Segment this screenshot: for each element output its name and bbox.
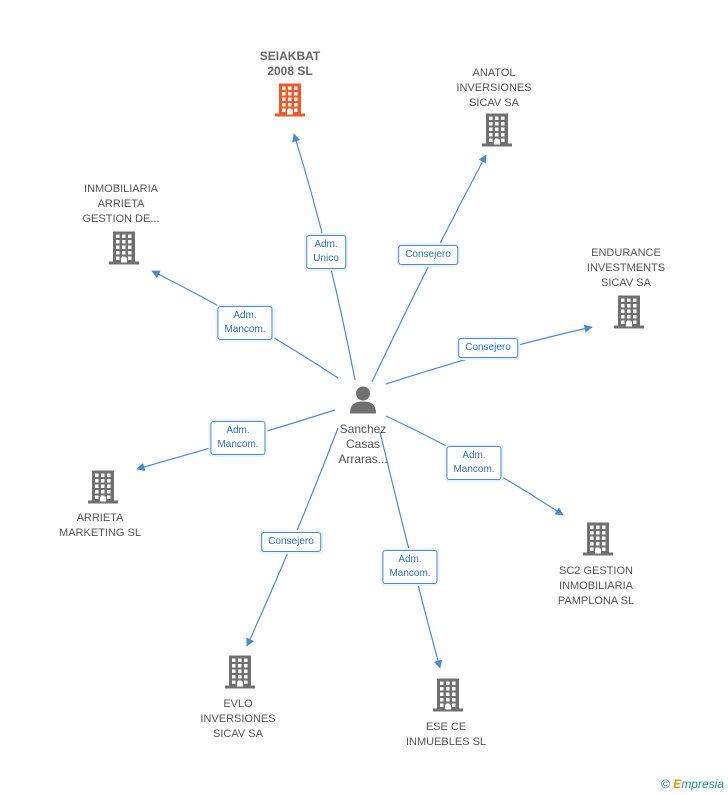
company-name-line: ARRIETA [97, 198, 145, 210]
copyright-symbol: © [661, 777, 670, 791]
node-label-evlo[interactable]: EVLO INVERSIONES SICAV SA [200, 697, 275, 742]
edge-label-endurance[interactable]: Consejero [458, 338, 518, 358]
role-text: Adm. [233, 310, 257, 321]
node-ese-ce[interactable] [432, 677, 464, 718]
company-name-line: GESTION DE... [82, 213, 160, 225]
company-name-line: INVERSIONES [200, 713, 276, 725]
company-name-line: SICAV SA [469, 97, 519, 109]
role-text: Mancom. [224, 324, 266, 335]
role-text: Consejero [268, 536, 314, 547]
role-text: Adm. [398, 554, 422, 565]
node-evlo[interactable] [224, 654, 256, 695]
edge-label-ese-ce[interactable]: Adm. Mancom. [382, 550, 438, 584]
person-icon [350, 386, 376, 414]
node-label-ese-ce[interactable]: ESE CE INMUEBLES SL [406, 720, 486, 750]
role-text: Consejero [405, 249, 451, 260]
node-seiakbat[interactable] [274, 82, 306, 123]
company-name-line: 2008 SL [267, 64, 313, 78]
company-name-line: PAMPLONA SL [557, 595, 635, 607]
company-name-line: SC2 GESTION [559, 565, 633, 577]
edge-label-sc2[interactable]: Adm. Mancom. [446, 446, 502, 480]
node-label-arrieta-marketing[interactable]: ARRIETA MARKETING SL [59, 511, 141, 541]
building-icon [109, 231, 139, 265]
node-label-endurance[interactable]: ENDURANCE INVESTMENTS SICAV SA [587, 246, 665, 291]
role-text: Mancom. [217, 439, 259, 450]
building-icon [275, 83, 305, 117]
company-name-line: EVLO [223, 698, 253, 710]
role-text: Mancom. [453, 464, 495, 475]
company-name-line: INVESTMENTS [586, 262, 666, 274]
node-inmobiliaria[interactable] [108, 230, 140, 271]
node-label-anatol[interactable]: ANATOL INVERSIONES SICAV SA [456, 66, 531, 111]
center-name-line: Casas [345, 437, 380, 451]
company-name-line: SICAV SA [601, 277, 651, 289]
company-name-line: ANATOL [472, 67, 516, 79]
brand-logo-text: mpresia [681, 777, 724, 791]
edge-label-anatol[interactable]: Consejero [398, 245, 458, 265]
building-icon [433, 678, 463, 712]
edge-label-seiakbat[interactable]: Adm. Unico [306, 235, 346, 269]
node-endurance[interactable] [613, 294, 645, 335]
edge-label-evlo[interactable]: Consejero [261, 532, 321, 552]
company-name-line: MARKETING SL [59, 527, 141, 539]
node-label-sc2[interactable]: SC2 GESTION INMOBILIARIA PAMPLONA SL [558, 564, 634, 609]
company-name-line: INMUEBLES SL [405, 736, 487, 748]
company-name-line: SICAV SA [213, 728, 263, 740]
building-icon [88, 470, 118, 504]
company-name-line: SEIAKBAT [259, 49, 321, 63]
brand-logo-letter: E [673, 777, 682, 791]
role-text: Unico [313, 253, 339, 264]
role-text: Adm. [314, 239, 338, 250]
building-icon [482, 113, 512, 147]
role-text: Adm. [226, 425, 250, 436]
role-text: Consejero [465, 342, 511, 353]
role-text: Adm. [462, 450, 486, 461]
edge-anatol [371, 154, 487, 383]
node-sc2[interactable] [582, 521, 614, 562]
role-text: Mancom. [389, 568, 431, 579]
center-name-line: Arraras... [338, 452, 388, 466]
building-icon [225, 655, 255, 689]
node-label-inmobiliaria[interactable]: INMOBILIARIA ARRIETA GESTION DE... [82, 182, 159, 227]
node-arrieta-marketing[interactable] [87, 469, 119, 510]
building-icon [614, 295, 644, 329]
center-name-line: Sanchez [339, 422, 387, 436]
footer-brand: © Empresia [661, 777, 724, 791]
building-icon [583, 522, 613, 556]
edge-label-arrieta-marketing[interactable]: Adm. Mancom. [210, 421, 266, 455]
center-person[interactable] [348, 385, 378, 420]
company-name-line: ESE CE [425, 721, 467, 733]
company-name-line: ENDURANCE [591, 247, 661, 259]
company-name-line: INMOBILIARIA [84, 183, 158, 195]
company-name-line: INVERSIONES [456, 82, 532, 94]
company-name-line: INMOBILIARIA [559, 580, 633, 592]
node-anatol[interactable] [481, 112, 513, 153]
company-name-line: ARRIETA [76, 512, 124, 524]
edge-label-inmobiliaria[interactable]: Adm. Mancom. [217, 306, 273, 340]
